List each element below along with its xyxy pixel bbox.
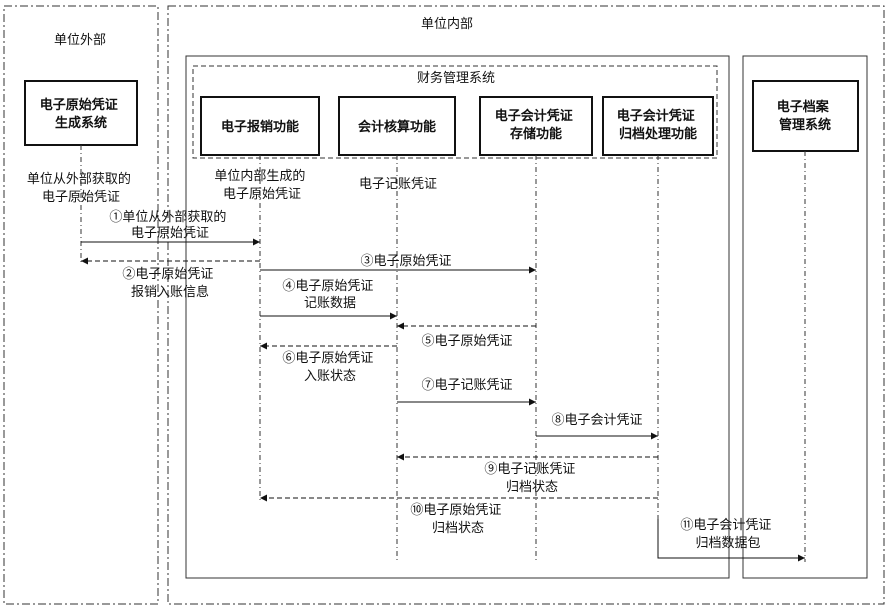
archiving-function-box: 电子会计凭证 归档处理功能: [602, 96, 714, 156]
bookkeeping-voucher-note: 电子记账凭证: [359, 177, 437, 192]
external-region-frame: [3, 5, 159, 605]
reimbursement-function-box: 电子报销功能: [200, 96, 320, 156]
external-source-note: 单位从外部获取的 电子原始凭证: [27, 171, 135, 205]
internal-region-frame: [167, 5, 885, 605]
accounting-function-box: 会计核算功能: [338, 96, 456, 156]
generator-system-label: 电子原始凭证 生成系统: [40, 97, 123, 131]
accounting-function-label: 会计核算功能: [358, 119, 436, 135]
archive-region-frame: [742, 55, 868, 579]
storage-function-label: 电子会计凭证 存储功能: [495, 108, 578, 142]
message-5-label: ⑤电子原始凭证: [421, 334, 512, 349]
message-11-label: ⑪电子会计凭证 归档数据包: [680, 518, 775, 551]
generator-system-box: 电子原始凭证 生成系统: [24, 80, 138, 146]
archive-management-system-label: 电子档案 管理系统: [777, 99, 834, 133]
message-3-label: ③电子原始凭证: [360, 254, 451, 269]
message-2-label: ②电子原始凭证 报销入账信息: [122, 267, 217, 300]
internal-region-label: 单位内部: [421, 16, 473, 32]
message-1-label: ①单位从外部获取的 电子原始凭证: [109, 209, 230, 241]
finance-system-frame: [192, 65, 718, 159]
message-9-label: ⑨电子记账凭证 归档状态: [484, 462, 579, 495]
message-6-label: ⑥电子原始凭证 入账状态: [282, 351, 377, 384]
archive-management-system-box: 电子档案 管理系统: [752, 80, 859, 152]
message-4-label: ④电子原始凭证 记账数据: [282, 279, 377, 311]
message-7-label: ⑦电子记账凭证: [421, 378, 512, 393]
message-11-arrow: [657, 519, 805, 562]
finance-system-label: 财务管理系统: [417, 70, 495, 86]
message-8-label: ⑧电子会计凭证: [551, 413, 642, 428]
external-region-label: 单位外部: [54, 33, 106, 48]
archiving-function-label: 电子会计凭证 归档处理功能: [617, 108, 700, 142]
internal-inner-frame: [185, 55, 730, 579]
storage-function-box: 电子会计凭证 存储功能: [479, 96, 593, 156]
message-10-label: ⑩电子原始凭证 归档状态: [410, 503, 505, 536]
reimbursement-function-label: 电子报销功能: [221, 119, 299, 135]
internal-source-note: 单位内部生成的 电子原始凭证: [214, 168, 309, 202]
